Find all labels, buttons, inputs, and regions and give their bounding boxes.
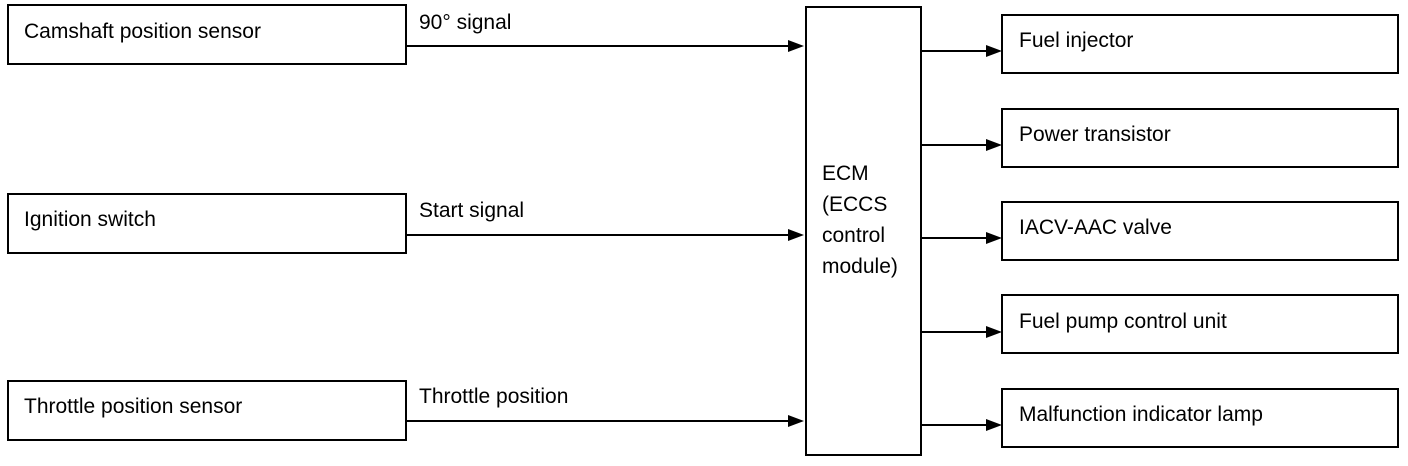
input-box-throttle [7, 380, 407, 441]
output-label-power-transistor: Power transistor [1019, 123, 1171, 146]
arrowhead-icon [986, 139, 1002, 151]
output-label-iacv: IACV-AAC valve [1019, 216, 1172, 239]
signal-label-start: Start signal [419, 199, 525, 222]
arrowhead-icon [986, 326, 1002, 338]
arrowhead-icon [788, 415, 804, 427]
signal-label-90deg: 90° signal [419, 11, 512, 34]
ecm-box [805, 6, 922, 456]
output-label-mil: Malfunction indicator lamp [1019, 403, 1263, 426]
ecm-label-line-3: control [822, 224, 886, 247]
wire-ecm-to-fuel-pump [922, 326, 1002, 338]
input-label-throttle: Throttle position sensor [24, 395, 243, 418]
output-box-iacv [1001, 201, 1399, 261]
ecm-label: ECM (ECCS control module) [822, 158, 898, 282]
wire-ecm-to-fuel-injector [922, 45, 1002, 57]
output-box-mil [1001, 388, 1399, 448]
output-label-fuel-pump: Fuel pump control unit [1019, 310, 1227, 333]
input-box-camshaft [7, 4, 407, 65]
input-box-ignition [7, 193, 407, 254]
ecm-label-line-2: (ECCS [822, 193, 888, 216]
arrowhead-icon [788, 229, 804, 241]
arrowhead-icon [788, 40, 804, 52]
wire-ecm-to-power-transistor [922, 139, 1002, 151]
wire-ecm-to-iacv [922, 232, 1002, 244]
output-label-fuel-injector: Fuel injector [1019, 29, 1134, 52]
wire-throttle-to-ecm [406, 415, 804, 427]
wire-ignition-to-ecm [406, 229, 804, 241]
ecm-label-line-1: ECM [822, 162, 869, 185]
input-label-camshaft: Camshaft position sensor [24, 20, 261, 43]
output-box-fuel-injector [1001, 14, 1399, 74]
output-box-power-transistor [1001, 108, 1399, 168]
arrowhead-icon [986, 45, 1002, 57]
wire-ecm-to-mil [922, 419, 1002, 431]
input-label-ignition: Ignition switch [24, 208, 156, 231]
signal-label-throttle: Throttle position [419, 385, 569, 408]
output-box-fuel-pump [1001, 294, 1399, 354]
arrowhead-icon [986, 419, 1002, 431]
ecm-label-line-4: module) [822, 255, 898, 278]
arrowhead-icon [986, 232, 1002, 244]
wire-camshaft-to-ecm [406, 40, 804, 52]
